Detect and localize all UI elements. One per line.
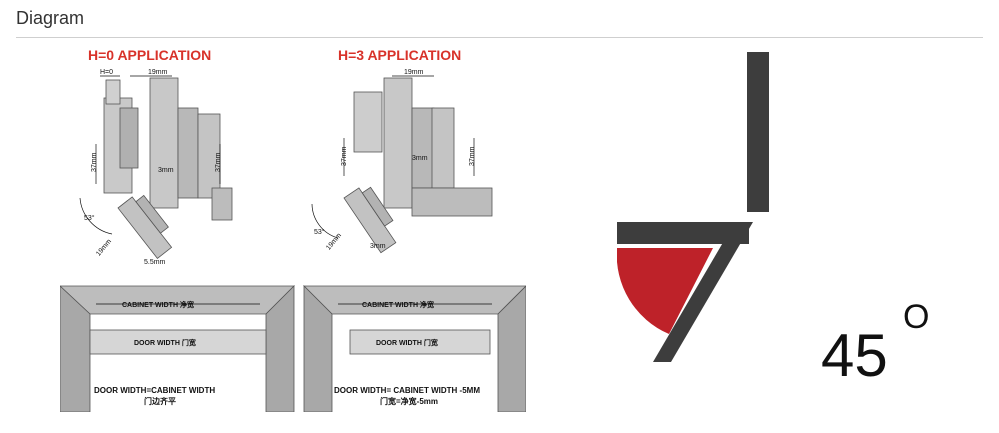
svg-text:5.5mm: 5.5mm: [144, 259, 166, 266]
h3-title: H=3 APPLICATION: [338, 48, 461, 63]
svg-text:53°: 53°: [314, 228, 325, 236]
h0-hinge-drawing: H=0 19mm 37mm 37mm 3mm 53° 19mm 5.5mm: [79, 69, 233, 266]
svg-text:3mm: 3mm: [370, 243, 386, 250]
h0-cabinet-plan: CABINET WIDTH 净宽 DOOR WIDTH 门宽 DOOR WIDT…: [58, 285, 295, 413]
angle-wedge: [616, 248, 713, 334]
svg-text:3mm: 3mm: [158, 167, 174, 174]
section-title: Diagram: [16, 8, 85, 28]
section-divider: [16, 37, 983, 38]
cabinet-bar: [747, 52, 769, 212]
svg-text:19mm: 19mm: [148, 69, 168, 76]
svg-text:19mm: 19mm: [325, 232, 343, 252]
svg-text:CABINET WIDTH 净宽: CABINET WIDTH 净宽: [362, 300, 434, 309]
svg-text:H=0: H=0: [100, 69, 113, 76]
svg-text:门宽=净宽-5mm: 门宽=净宽-5mm: [380, 396, 438, 406]
angle-45-diagram: 45 O: [616, 52, 930, 389]
svg-text:DOOR WIDTH=CABINET WIDTH: DOOR WIDTH=CABINET WIDTH: [94, 386, 215, 395]
svg-text:门边齐平: 门边齐平: [144, 396, 176, 406]
h0-title: H=0 APPLICATION: [88, 48, 211, 63]
svg-text:37mm: 37mm: [469, 146, 476, 166]
svg-text:19mm: 19mm: [95, 238, 113, 258]
hinge-application-diagram: H=0 APPLICATION H=0 19mm 37mm: [58, 47, 527, 413]
svg-text:37mm: 37mm: [91, 152, 98, 172]
svg-text:DOOR WIDTH 门宽: DOOR WIDTH 门宽: [134, 338, 196, 347]
h3-cabinet-plan: CABINET WIDTH 净宽 DOOR WIDTH 门宽 DOOR WIDT…: [303, 285, 527, 413]
svg-text:37mm: 37mm: [341, 146, 348, 166]
degree-symbol: O: [903, 298, 929, 336]
svg-text:DOOR WIDTH 门宽: DOOR WIDTH 门宽: [376, 338, 438, 347]
svg-text:CABINET WIDTH 净宽: CABINET WIDTH 净宽: [122, 300, 194, 309]
svg-text:3mm: 3mm: [412, 155, 428, 162]
svg-text:53°: 53°: [84, 214, 95, 222]
svg-text:37mm: 37mm: [215, 152, 222, 172]
svg-text:DOOR WIDTH= CABINET WIDTH -5MM: DOOR WIDTH= CABINET WIDTH -5MM: [334, 386, 480, 395]
door-bar-diagonal: [653, 222, 753, 362]
svg-text:19mm: 19mm: [404, 69, 424, 76]
angle-value: 45: [821, 322, 888, 382]
door-bar-horizontal: [617, 222, 749, 244]
h3-hinge-drawing: 19mm 37mm 37mm 3mm 53° 19mm 3mm: [311, 69, 493, 254]
